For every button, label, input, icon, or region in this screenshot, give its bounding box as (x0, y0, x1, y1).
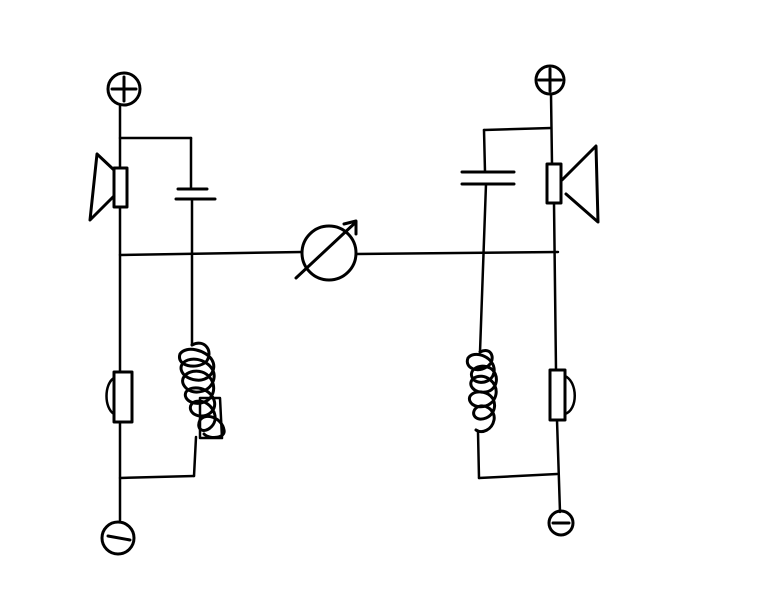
right-upper-resistor (545, 162, 563, 205)
center-connecting-wire (118, 250, 560, 257)
left-inductor-coil-icon (178, 341, 226, 440)
right-minus-terminal (547, 509, 575, 537)
right-loudspeaker-icon (560, 144, 600, 224)
right-plus-terminal (534, 64, 566, 96)
variable-meter-icon (294, 219, 358, 282)
left-minus-terminal (100, 520, 136, 556)
left-main-wire (118, 104, 198, 522)
left-lower-resistor (105, 370, 134, 424)
right-inductor-coil-icon (465, 349, 498, 434)
left-loudspeaker-icon (88, 152, 116, 222)
left-plus-terminal (106, 71, 142, 107)
right-main-wire (476, 92, 562, 514)
left-capacitor (174, 187, 217, 347)
right-lower-resistor (548, 368, 576, 422)
left-upper-resistor (112, 166, 129, 209)
right-capacitor (460, 170, 516, 354)
